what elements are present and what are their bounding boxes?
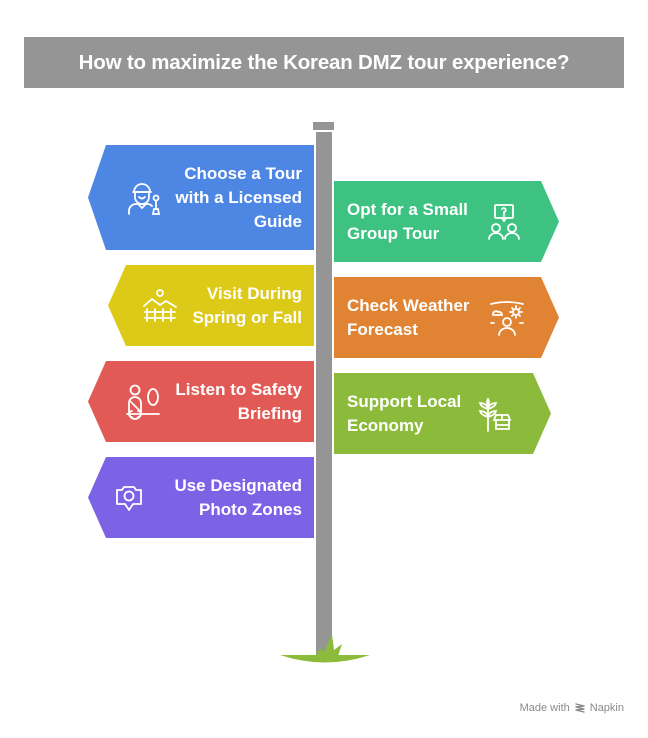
sign-licensed-guide: Choose a Tour with a Licensed Guide <box>88 145 314 250</box>
camera-pin-icon <box>114 481 144 515</box>
sign-label: Choose a Tour with a Licensed Guide <box>175 163 302 231</box>
grass-ground-icon <box>280 634 370 663</box>
group-question-icon <box>486 203 522 241</box>
sign-label: Support Local Economy <box>347 391 462 435</box>
landscape-fence-icon <box>142 288 178 324</box>
sign-label: Use Designated Photo Zones <box>174 475 302 519</box>
signpost-cap <box>313 122 334 130</box>
sign-safety: Listen to Safety Briefing <box>88 361 314 442</box>
sign-spring-fall: Visit During Spring or Fall <box>108 265 314 346</box>
wheat-shop-icon <box>475 395 513 433</box>
sign-photo-zones: Use Designated Photo Zones <box>88 457 314 538</box>
weather-person-icon <box>488 299 526 337</box>
page-title: How to maximize the Korean DMZ tour expe… <box>78 50 570 74</box>
sign-label: Opt for a Small Group Tour <box>347 199 468 243</box>
title-banner: How to maximize the Korean DMZ tour expe… <box>24 37 624 88</box>
napkin-logo-icon <box>575 702 585 713</box>
sign-label: Listen to Safety Briefing <box>175 379 302 423</box>
sign-local-economy: Support Local Economy <box>334 373 551 454</box>
signpost-pole <box>316 132 332 656</box>
sign-small-group: Opt for a Small Group Tour <box>334 181 559 262</box>
napkin-watermark[interactable]: Made with Napkin <box>519 702 624 714</box>
sign-label: Check Weather Forecast <box>347 295 470 339</box>
sign-weather: Check Weather Forecast <box>334 277 559 358</box>
tour-guide-icon <box>125 178 165 218</box>
sign-label: Visit During Spring or Fall <box>192 283 302 327</box>
safety-seatbelt-icon <box>125 383 163 421</box>
